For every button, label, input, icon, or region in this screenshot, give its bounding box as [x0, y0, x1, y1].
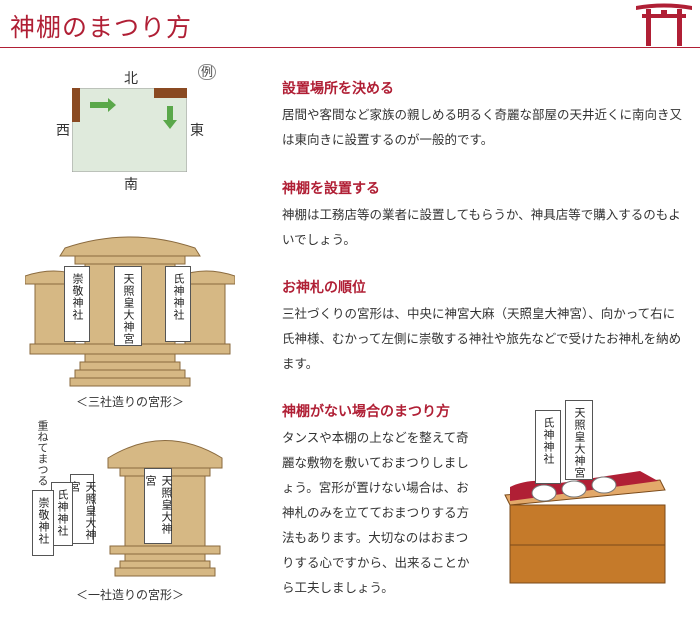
- body-order: 三社づくりの宮形は、中央に神宮大麻（天照皇大神宮）、向かって右に氏神様、むかって…: [282, 306, 682, 371]
- body-placement: 居間や客間など家族の親しめる明るく奇麗な部屋の天井近くに南向き又は東向きに設置す…: [282, 107, 683, 147]
- heading-no-shelf: 神棚がない場合のまつり方: [282, 404, 450, 420]
- ofuda-standalone-right: 天照皇大神宮: [565, 400, 593, 480]
- west-label: 西: [56, 123, 70, 139]
- shrine-north-wall: [154, 88, 187, 98]
- body-install: 神棚は工務店等の業者に設置してもらうか、神具店等で購入するのもよいでしょう。: [282, 207, 681, 247]
- page-title: 神棚のまつり方: [10, 13, 193, 42]
- torii-icon: [636, 3, 692, 46]
- one-shrine-caption: ＜一社造りの宮形＞: [76, 588, 185, 602]
- offering-right: [591, 476, 617, 494]
- chest-illustration: [504, 471, 666, 584]
- arrow-south-icon: [163, 106, 177, 129]
- ofuda-left: 崇敬神社: [64, 266, 90, 342]
- ofuda-one-center: 天照皇大神宮: [144, 468, 173, 544]
- heading-placement: 設置場所を決める: [282, 81, 394, 97]
- ofuda-standalone-left: 氏神神社: [535, 410, 561, 484]
- east-label: 東: [190, 123, 204, 139]
- body-no-shelf: タンスや本棚の上などを整えて奇麗な敷物を敷いておまつりしましょう。宮形が置けない…: [282, 430, 470, 595]
- offering-left: [531, 484, 557, 502]
- room-floor: [72, 88, 187, 172]
- stacked-note: 重ねてまつる: [36, 420, 49, 486]
- north-label: 北: [124, 71, 138, 87]
- stacked-ofuda-front: 天照皇大神宮: [68, 474, 97, 544]
- title-divider: [0, 47, 700, 48]
- stacked-ofuda-middle: 氏神神社: [51, 482, 73, 546]
- shrine-west-wall: [72, 88, 80, 122]
- stacked-ofuda-back: 崇敬神社: [32, 490, 54, 556]
- arrow-east-icon: [90, 98, 116, 112]
- ofuda-right: 氏神神社: [165, 266, 191, 342]
- example-mark: 例: [198, 64, 217, 80]
- offering-center: [561, 480, 587, 498]
- ofuda-center: 天照皇大神宮: [114, 266, 142, 346]
- room-layout-diagram: 北 例 西 東 南: [40, 64, 240, 194]
- heading-order: お神札の順位: [282, 280, 366, 296]
- south-label: 南: [124, 177, 138, 193]
- three-shrine-caption: ＜三社造りの宮形＞: [76, 395, 185, 409]
- heading-install: 神棚を設置する: [282, 181, 380, 197]
